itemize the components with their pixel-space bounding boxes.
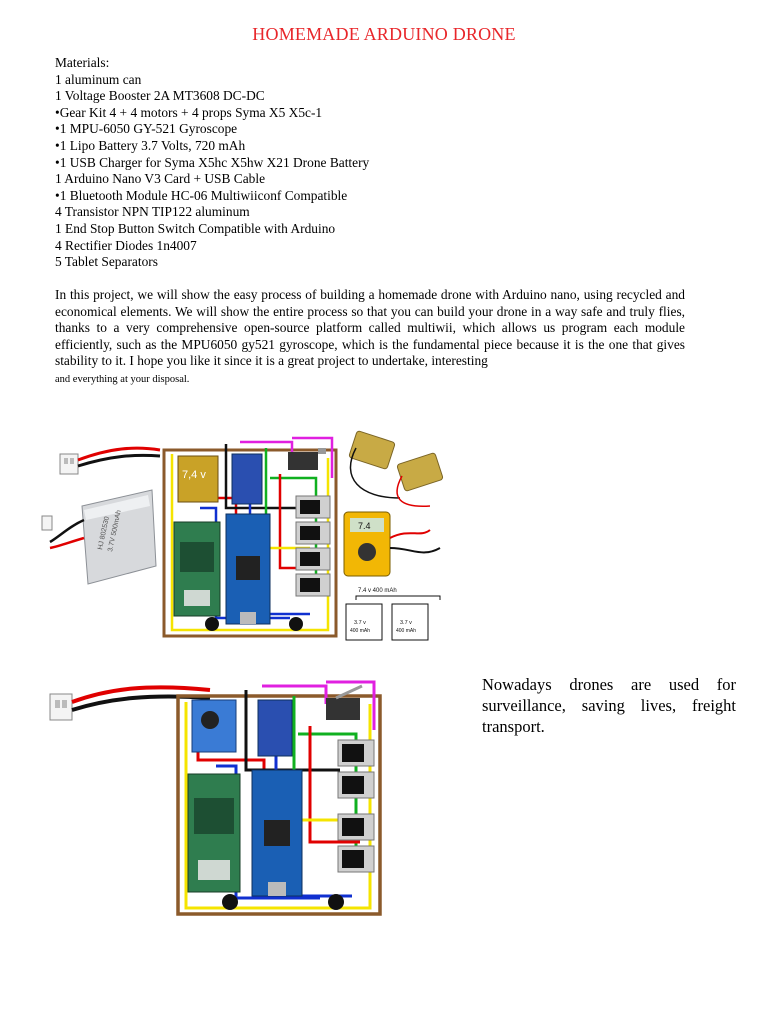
intro-text: In this project, we will show the easy p…: [55, 287, 685, 369]
board-outline: [176, 694, 382, 916]
material-item: 4 Rectifier Diodes 1n4007: [55, 237, 197, 253]
transistor-icons: [337, 739, 375, 873]
gyroscope-module-icon: [231, 453, 263, 505]
material-item: •1 Lipo Battery 3.7 Volts, 720 mAh: [55, 137, 246, 153]
end-stop-switch-icon: [326, 684, 363, 720]
end-stop-switch-icon: [288, 448, 326, 470]
series-cell-diagram: 7.4 v 400 mAh 3.7 v 400 mAh 3.7 v 400 mA…: [345, 588, 441, 641]
intro-paragraph: In this project, we will show the easy p…: [55, 287, 685, 389]
cell-1-voltage: 3.7 v: [354, 620, 366, 626]
lipo-battery-icon: HJ 802530 3.7V 500mAh: [41, 489, 157, 585]
transistor-icons: [295, 495, 331, 597]
bluetooth-module-icon: [173, 521, 221, 617]
material-item: 4 Transistor NPN TIP122 aluminum: [55, 204, 250, 220]
cell-2-capacity: 400 mAh: [396, 628, 416, 634]
material-item: 1 Arduino Nano V3 Card + USB Cable: [55, 171, 266, 187]
arduino-nano-icon: [225, 513, 271, 625]
material-item: •1 USB Charger for Syma X5hc X5hw X21 Dr…: [55, 154, 370, 170]
series-label: 7.4 v 400 mAh: [358, 588, 397, 594]
voltage-booster-icon: [191, 699, 237, 753]
cell-1-capacity: 400 mAh: [350, 628, 370, 634]
voltage-booster-icon: 7,4 v: [177, 455, 219, 503]
material-item: 1 End Stop Button Switch Compatible with…: [55, 220, 336, 236]
wires: [184, 680, 376, 910]
materials-heading: Materials:: [55, 55, 110, 70]
material-item: 5 Tablet Separators: [55, 254, 158, 270]
materials-list: Materials: 1 aluminum can 1 Voltage Boos…: [55, 55, 705, 271]
wiring-diagram-2: [49, 680, 382, 916]
intro-tail: and everything at your disposal.: [55, 373, 190, 385]
gyroscope-module-icon: [257, 699, 293, 757]
multimeter-icon: 7.4: [343, 511, 441, 577]
motor-icons: [222, 894, 344, 910]
material-item: •Gear Kit 4 + 4 motors + 4 props Syma X5…: [55, 104, 323, 120]
board-outline: [162, 448, 338, 638]
battery-connector-icon: [59, 446, 161, 475]
bluetooth-module-icon: [187, 773, 241, 893]
material-item: •1 MPU-6050 GY-521 Gyroscope: [55, 121, 238, 137]
material-item: 1 Voltage Booster 2A MT3608 DC-DC: [55, 88, 265, 104]
material-item: •1 Bluetooth Module HC-06 Multiwiiconf C…: [55, 187, 348, 203]
arduino-nano-icon: [251, 769, 303, 897]
document-title: HOMEMADE ARDUINO DRONE: [252, 24, 516, 44]
material-item: 1 aluminum can: [55, 71, 142, 87]
motor-icons: [205, 617, 303, 631]
spare-battery-icons: [348, 430, 444, 507]
wiring-diagram-1: HJ 802530 3.7V 500mAh 7,4 v: [41, 430, 444, 641]
multimeter-reading: 7.4: [358, 521, 371, 531]
battery-voltage-label: 7,4 v: [182, 469, 206, 481]
side-caption: Nowadays drones are used for surveillanc…: [482, 675, 736, 736]
cell-2-voltage: 3.7 v: [400, 620, 412, 626]
